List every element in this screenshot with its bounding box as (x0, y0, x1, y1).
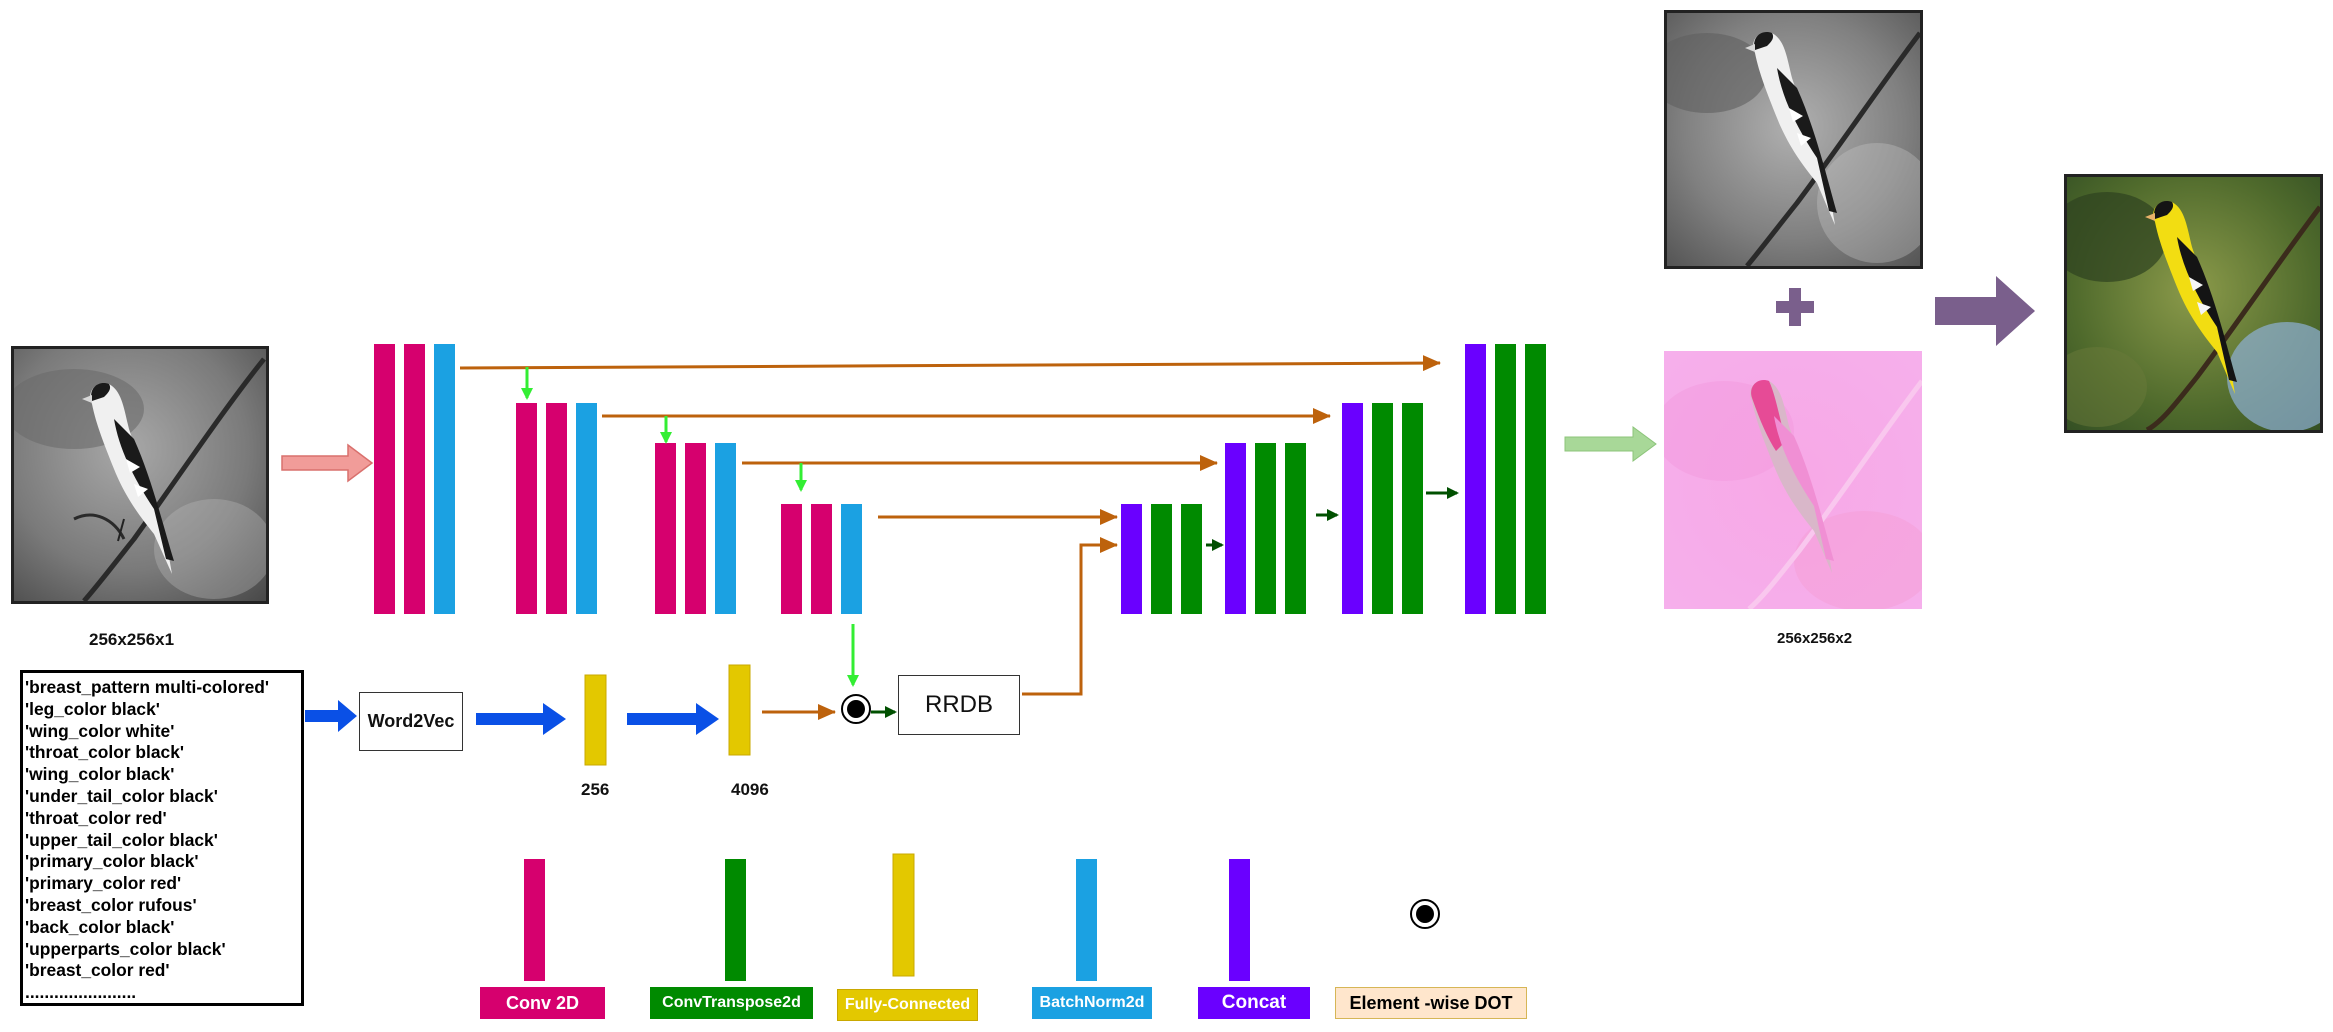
decoder-arrows (871, 487, 1459, 718)
conv2d-layer (655, 443, 676, 614)
grayscale-bird-photo (11, 346, 269, 604)
word2vec-label: Word2Vec (367, 711, 455, 731)
rrdb-to-concat-arrow (1022, 537, 1118, 696)
attribute-item: 'wing_color white' (25, 720, 175, 741)
decoder-block-4 (1465, 344, 1546, 614)
blue-arrow (305, 700, 357, 732)
attribute-item: 'primary_color black' (25, 851, 199, 872)
convtranspose-layer (1151, 504, 1172, 614)
text-path-arrows (305, 700, 719, 735)
attribute-list-box: 'breast_pattern multi-colored' 'leg_colo… (20, 670, 304, 1006)
conv2d-layer (404, 344, 425, 614)
legend-conv2d-label: Conv 2D (505, 992, 579, 1013)
word2vec-box: Word2Vec (359, 692, 463, 751)
downsample-arrows (521, 367, 859, 687)
legend-conv2d: Conv 2D (480, 987, 605, 1019)
conv2d-layer (685, 443, 706, 614)
skip-arrow-1 (459, 355, 1441, 372)
concat-layer (1121, 504, 1142, 614)
legend-convtranspose-label: ConvTranspose2d (662, 994, 801, 1011)
concat-layer (1225, 443, 1246, 614)
circled-dot-icon (841, 694, 871, 724)
decoder-block-3 (1342, 403, 1423, 614)
encoder-block-3 (655, 443, 736, 614)
encoder-block-1 (374, 344, 455, 614)
convtranspose-layer (1285, 443, 1306, 614)
legend-element-dot: Element -wise DOT (1335, 987, 1527, 1019)
colorized-goldfinch-photo (2064, 174, 2323, 433)
decoder-block-1 (1121, 504, 1202, 614)
attribute-item: 'upper_tail_color black' (25, 829, 218, 850)
attribute-item: 'breast_color red' (25, 960, 170, 981)
conv2d-layer (781, 504, 802, 614)
conv2d-layer (811, 504, 832, 614)
conv2d-layer (546, 403, 567, 614)
conv2d-layer (516, 403, 537, 614)
attribute-item: 'under_tail_color black' (25, 785, 218, 806)
attribute-item: 'primary_color red' (25, 873, 182, 894)
attribute-item: 'breast_color rufous' (25, 894, 197, 915)
attribute-item: 'throat_color red' (25, 807, 167, 828)
convtranspose-layer (1372, 403, 1393, 614)
fully-connected-layer-256 (584, 674, 607, 766)
conv2d-layer (374, 344, 395, 614)
legend-concat-label: Concat (1221, 992, 1287, 1013)
batchnorm-layer (434, 344, 455, 614)
legend-convtranspose: ConvTranspose2d (650, 987, 813, 1019)
attribute-item: 'breast_pattern multi-colored' (25, 677, 270, 697)
rrdb-box: RRDB (898, 675, 1020, 735)
grayscale-bird-photo-top (1664, 10, 1923, 269)
legend-swatch-batchnorm (1076, 859, 1097, 981)
plus-icon (1776, 288, 1814, 326)
output-size-label: 256x256x2 (1777, 630, 1853, 647)
legend-element-dot-label: Element -wise DOT (1349, 992, 1513, 1013)
encoder-block-4 (781, 504, 862, 614)
encoder-block-2 (516, 403, 597, 614)
concat-layer (1465, 344, 1486, 614)
attribute-item: 'wing_color black' (25, 764, 175, 785)
legend-swatch-convtranspose (725, 859, 746, 981)
legend-swatch-conv2d (524, 859, 545, 981)
legend-swatches (524, 853, 1440, 981)
batchnorm-layer (715, 443, 736, 614)
attribute-item: 'upperparts_color black' (25, 938, 226, 959)
legend-swatch-fully-connected (892, 853, 915, 977)
input-size-label: 256x256x1 (89, 630, 175, 649)
legend-fully-connected-label: Fully-Connected (844, 996, 971, 1013)
fc1-size-label: 256 (581, 780, 610, 799)
skip-connections (459, 355, 1441, 720)
blue-arrow (476, 703, 566, 735)
decoder-block-2 (1225, 443, 1306, 614)
input-arrow (281, 443, 374, 483)
batchnorm-layer (576, 403, 597, 614)
convtranspose-layer (1525, 344, 1546, 614)
legend-swatch-element-dot (1410, 899, 1440, 929)
pink-color-channels-image (1664, 351, 1922, 609)
convtranspose-layer (1402, 403, 1423, 614)
attribute-item: ....................... (25, 982, 137, 1003)
blue-arrow (627, 703, 719, 735)
legend-fully-connected: Fully-Connected (837, 989, 978, 1021)
legend-swatch-concat (1229, 859, 1250, 981)
result-arrow (1935, 276, 2035, 346)
convtranspose-layer (1181, 504, 1202, 614)
legend-batchnorm: BatchNorm2d (1032, 987, 1152, 1019)
output-arrow (1564, 426, 1657, 462)
concat-layer (1342, 403, 1363, 614)
attribute-item: 'leg_color black' (25, 698, 160, 719)
convtranspose-layer (1495, 344, 1516, 614)
attribute-item: 'back_color black' (25, 916, 175, 937)
rrdb-label: RRDB (924, 691, 993, 718)
convtranspose-layer (1255, 443, 1276, 614)
batchnorm-layer (841, 504, 862, 614)
legend-concat: Concat (1198, 987, 1310, 1019)
legend-batchnorm-label: BatchNorm2d (1039, 994, 1145, 1011)
fc2-size-label: 4096 (731, 780, 769, 799)
fully-connected-layer-4096 (728, 664, 751, 756)
attribute-item: 'throat_color black' (25, 742, 185, 763)
